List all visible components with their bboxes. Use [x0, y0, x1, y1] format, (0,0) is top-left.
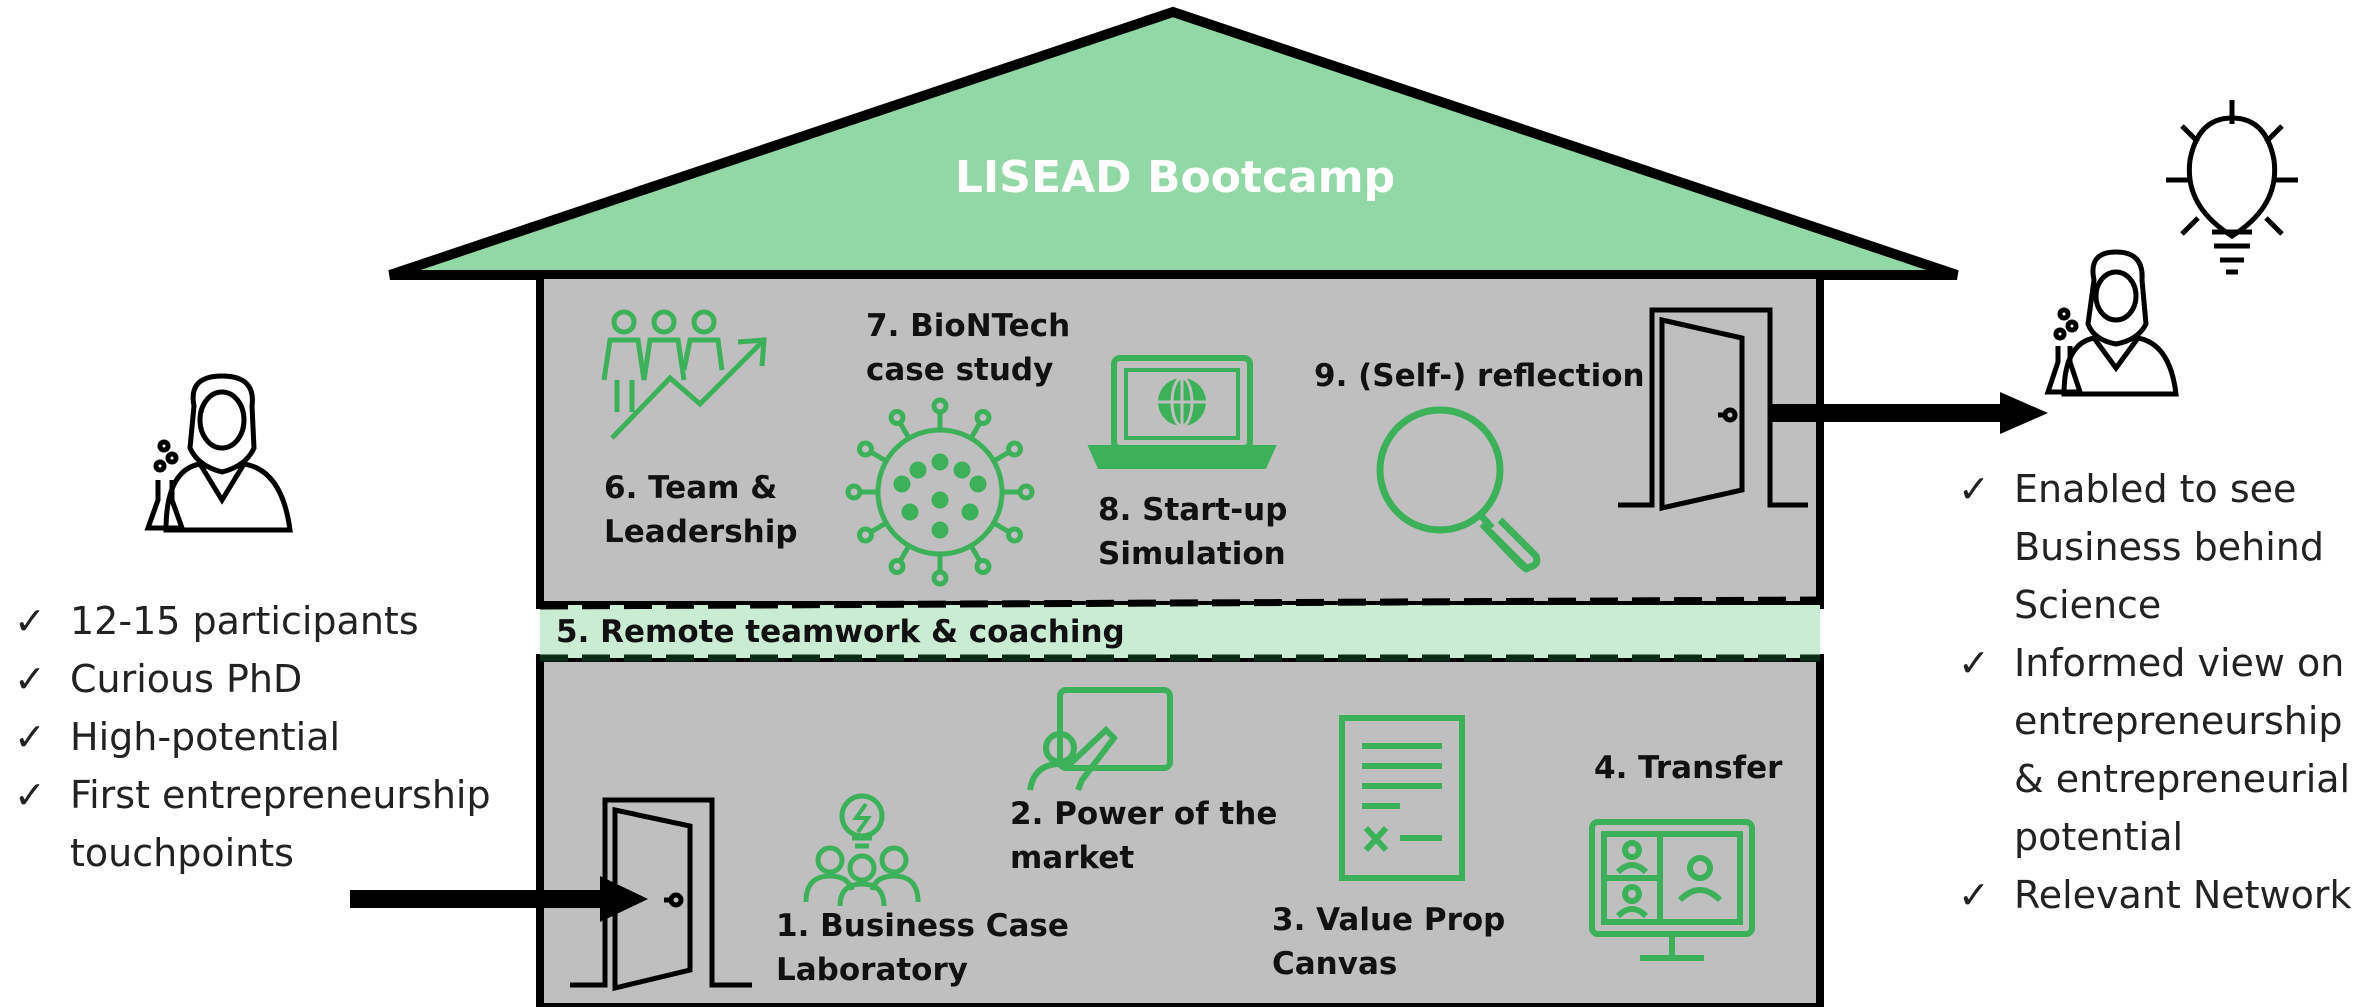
participant-profile-list: ✓12-15 participants ✓Curious PhD ✓High-p… — [14, 592, 534, 882]
list-item: ✓12-15 participants — [14, 592, 534, 650]
list-item: ✓High-potential — [14, 708, 534, 766]
list-item: ✓Enabled to see Business behind Science — [1958, 460, 2368, 634]
list-item: ✓First entrepreneurship touchpoints — [14, 766, 534, 882]
scientist-icon-right — [2044, 249, 2179, 397]
teacher-board-icon — [1027, 687, 1173, 792]
virus-icon — [845, 397, 1035, 587]
band-top-dash — [539, 596, 1821, 610]
exit-arrow — [1768, 392, 2048, 434]
check-icon: ✓ — [14, 773, 46, 817]
video-conference-icon — [1589, 819, 1755, 961]
module-4-label: 4. Transfer — [1594, 750, 1783, 786]
module-3-label: 3. Value Prop Canvas — [1272, 902, 1506, 982]
lightbulb-icon — [2166, 100, 2298, 275]
check-icon: ✓ — [1958, 641, 1990, 685]
module-1-label: 1. Business Case Laboratory — [776, 908, 1069, 988]
checklist-document-icon — [1339, 715, 1465, 881]
check-icon: ✓ — [14, 599, 46, 643]
check-icon: ✓ — [1958, 873, 1990, 917]
list-item: ✓Relevant Network — [1958, 866, 2368, 924]
entrance-door-icon — [570, 797, 752, 992]
module-6-label: 6. Team & Leadership — [604, 470, 798, 550]
module-2-label: 2. Power of the market — [1010, 796, 1278, 876]
exit-door-icon — [1618, 307, 1808, 512]
module-8-label: 8. Start-up Simulation — [1098, 492, 1288, 572]
module-7-label: 7. BioNTech case study — [866, 308, 1071, 388]
outcome-list: ✓Enabled to see Business behind Science … — [1958, 460, 2368, 924]
list-item: ✓Informed view on entrepreneurship & ent… — [1958, 634, 2368, 866]
remote-band — [540, 605, 1820, 658]
diagram-title: LISEAD Bootcamp — [954, 152, 1396, 203]
entrance-arrow — [350, 876, 648, 922]
roof — [388, 6, 1959, 280]
module-9-label: 9. (Self-) reflection — [1314, 358, 1645, 394]
check-icon: ✓ — [1958, 467, 1990, 511]
band-label: 5. Remote teamwork & coaching — [556, 614, 1125, 650]
magnifier-icon — [1376, 406, 1541, 573]
scientist-icon — [144, 373, 293, 533]
check-icon: ✓ — [14, 657, 46, 701]
laptop-globe-icon — [1087, 355, 1277, 469]
check-icon: ✓ — [14, 715, 46, 759]
idea-team-icon — [803, 793, 921, 907]
list-item: ✓Curious PhD — [14, 650, 534, 708]
team-growth-icon — [601, 309, 767, 440]
